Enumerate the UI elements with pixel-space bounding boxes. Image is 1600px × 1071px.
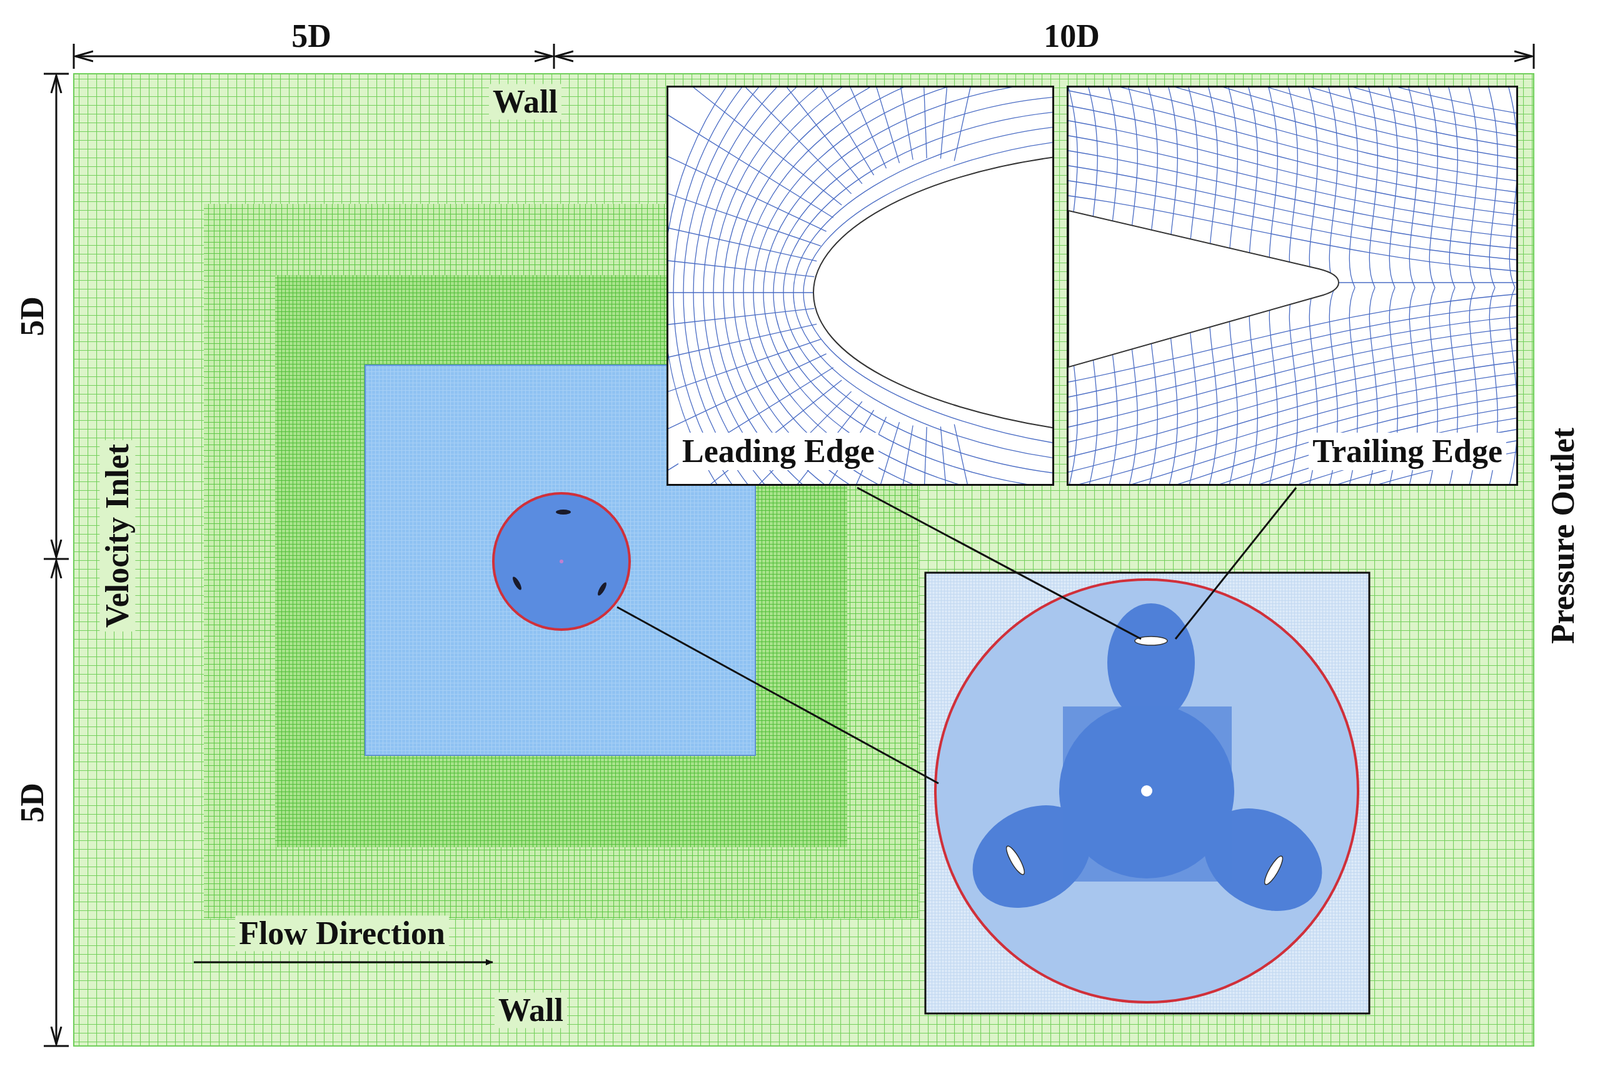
mesh-line [793,126,1055,459]
dimension-label: Wall [488,83,562,120]
zoom-inset: Leading Edge [666,85,1055,486]
mesh-line [1488,87,1498,486]
blade [555,509,571,515]
mesh-line [668,291,814,293]
mesh-line [1068,417,1519,486]
boundary-label: 5D [14,292,51,341]
mesh-line [743,87,1055,486]
outer-mesh [73,73,1534,1047]
refined-zones [954,603,1341,932]
mesh-line [954,87,1001,161]
boundary-label: 5D [14,779,51,827]
mesh-line [1068,361,1519,473]
mesh-line [1068,87,1519,126]
dimension-label: 5D [287,18,336,54]
detail-rotor [935,579,1359,1003]
boundary-label: Velocity Inlet [99,440,136,632]
mesh-line [1428,87,1438,486]
mesh-line [918,87,927,159]
mesh-line [1068,395,1519,486]
inset-title: Leading Edge [678,432,879,471]
blade [1003,844,1028,877]
mesh-line [1468,87,1478,486]
blade [596,581,609,598]
mesh-line [1368,87,1378,486]
dimension-label: Wall [494,992,568,1028]
mesh-line [1388,87,1398,486]
mesh-line [668,339,821,415]
inset-title: Trailing Edge [1308,432,1507,471]
mesh-line [713,87,1055,486]
mesh-line [954,424,1001,486]
mesh-line [668,133,827,232]
mesh-line [763,87,1055,486]
mesh-line [1408,87,1418,486]
mesh-line [1448,87,1458,486]
mesh-line [703,87,1055,486]
mesh-line [668,97,834,218]
mesh-line [760,87,874,176]
rotating-domain [493,493,630,630]
mesh-line [918,427,927,486]
mesh-line [877,425,913,487]
blade [1261,854,1286,887]
airfoil-nose [813,156,1055,429]
hub [1141,785,1153,797]
zoom-inset: Trailing Edge [1066,85,1519,486]
dimension-label: Flow Direction [235,915,449,951]
mesh-line [668,210,817,262]
mesh-line [836,87,900,164]
blade [511,575,524,592]
mesh-line [797,87,887,169]
mesh-line [1068,87,1519,182]
mesh-line [1068,428,1519,486]
inset-mesh [668,87,1055,486]
mesh-line [668,308,815,334]
mesh-line [694,87,852,194]
dimension-lines [43,43,1534,1047]
mesh-line [1348,87,1358,486]
mesh-line [668,171,821,247]
mesh-line [753,87,1055,486]
mesh-line [668,251,815,277]
mesh-line [940,87,960,159]
mesh-line [723,87,1055,486]
flow-arrow [193,961,493,964]
mesh-line [803,141,1055,444]
mesh-line [668,87,842,206]
mesh-line [1508,87,1518,486]
mesh-line [693,87,1055,486]
mesh-line [668,323,817,375]
mesh-line [668,87,1055,486]
mesh-line [813,156,1055,429]
mesh-line [673,87,1055,486]
dimension-label: 10D [1039,18,1104,54]
mesh-line [1068,383,1519,486]
leader-lines [617,487,1297,784]
detail-inset [925,572,1370,1014]
inset-mesh [1068,87,1519,486]
boundary-label: Pressure Outlet [1544,423,1581,648]
airfoil-tail [1068,210,1339,368]
mesh-line [1068,90,1519,193]
mesh-line [733,87,1055,486]
mesh-line [1068,120,1519,216]
mesh-line [1338,281,1519,283]
